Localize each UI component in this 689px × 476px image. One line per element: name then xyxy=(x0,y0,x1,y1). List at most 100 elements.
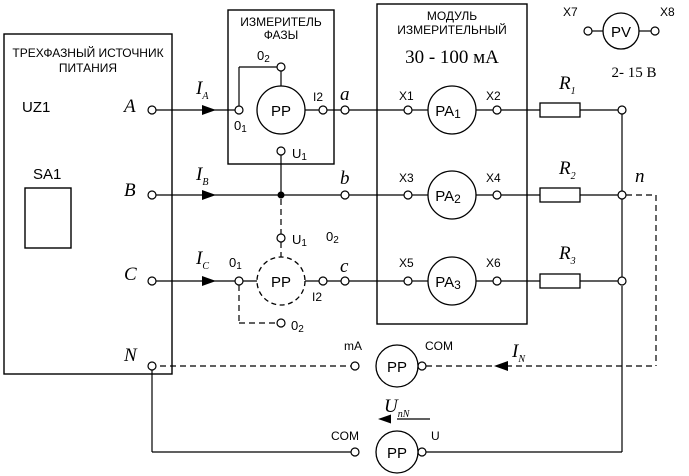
module-title-1: МОДУЛЬ xyxy=(427,9,477,23)
svg-text:IA: IA xyxy=(195,78,209,102)
ppc-o2-top-label: 0 xyxy=(326,229,333,244)
pa2-label: PA xyxy=(435,188,454,205)
pa1-label: PA xyxy=(435,103,454,120)
svg-text:01: 01 xyxy=(229,255,242,272)
terminal-x8 xyxy=(650,26,660,36)
terminal-source-a xyxy=(147,105,157,115)
unn-label: U xyxy=(384,396,399,417)
phase-meter-title-1: ИЗМЕРИТЕЛЬ xyxy=(240,15,322,29)
phase-meter-pp-label: PP xyxy=(271,103,291,120)
pa2-sub: 2 xyxy=(454,192,461,206)
resistor-r3 xyxy=(539,273,581,289)
x7-label: X7 xyxy=(563,5,578,19)
voltmeter-range: 2- 15 В xyxy=(612,65,657,81)
terminal-x1 xyxy=(403,105,413,115)
r1-sub: 1 xyxy=(571,86,576,97)
terminal-node-b xyxy=(340,190,350,200)
terminal-x2 xyxy=(492,105,502,115)
phase-meter-c-terminal-labels: U1 02 01 I2 02 xyxy=(229,229,339,335)
svg-text:R3: R3 xyxy=(558,243,576,267)
svg-text:IC: IC xyxy=(195,248,209,272)
junction-b xyxy=(277,191,285,199)
arrow-ia xyxy=(202,105,216,115)
dashed-phase-meter-c-wires xyxy=(238,199,282,324)
ic-sub: C xyxy=(202,261,209,272)
terminal-node-a xyxy=(340,105,350,115)
svg-text:PA1: PA1 xyxy=(435,103,461,121)
ppc-o2-sub: 2 xyxy=(298,324,304,335)
terminal-r3-out xyxy=(617,276,627,286)
pa1-sub: 1 xyxy=(454,107,461,121)
ppc-u1-label: U xyxy=(292,232,301,247)
terminal-unn-com xyxy=(350,447,360,457)
svg-text:R1: R1 xyxy=(558,73,576,97)
meter-in-com-label: COM xyxy=(425,339,453,353)
svg-text:U1: U1 xyxy=(292,146,307,163)
wire-phase-a xyxy=(156,66,623,282)
ic-label: I xyxy=(195,248,204,269)
terminal-pp-i2 xyxy=(318,105,328,115)
power-source-title-1: ТРЕХФАЗНЫЙ ИСТОЧНИК xyxy=(12,45,163,60)
sa1-switch-box xyxy=(24,187,72,249)
phase-meter-title-2: ФАЗЫ xyxy=(264,28,299,42)
terminal-ppc-o1 xyxy=(234,276,244,286)
sa1-label: SA1 xyxy=(33,166,61,183)
terminal-x4 xyxy=(492,190,502,200)
r3-sub: 3 xyxy=(570,256,576,267)
phase-a-label: A xyxy=(122,96,136,117)
terminal-source-c xyxy=(147,276,157,286)
bottom-meter-labels: mA COM COM U xyxy=(331,339,453,443)
meter-unn-u-label: U xyxy=(431,429,440,443)
pp-i2-label: I2 xyxy=(313,90,323,104)
ppc-o1-label: 0 xyxy=(229,255,236,270)
svg-text:R2: R2 xyxy=(558,158,576,182)
power-source-title-2: ПИТАНИЯ xyxy=(59,61,117,75)
node-labels: a b c n xyxy=(340,84,645,277)
r2-label: R xyxy=(558,158,571,179)
r3-label: R xyxy=(558,243,571,264)
terminal-pp-o1 xyxy=(234,105,244,115)
phase-meter-c-pp: PP xyxy=(256,256,306,306)
terminals xyxy=(147,26,660,457)
power-source-box xyxy=(3,33,173,375)
terminal-unn-u xyxy=(417,447,427,457)
ppc-o2-top-sub: 2 xyxy=(333,235,339,246)
terminal-pp-o2 xyxy=(276,62,286,72)
terminal-ppc-i2 xyxy=(318,276,328,286)
terminal-r1-out xyxy=(617,105,627,115)
ammeter-pa1: PA1 xyxy=(427,85,477,135)
meter-unn-pp-label: PP xyxy=(387,445,407,462)
svg-text:02: 02 xyxy=(291,318,304,335)
pa3-label: PA xyxy=(435,274,454,291)
ammeter-pa2: PA2 xyxy=(427,170,477,220)
pp-u1-label: U xyxy=(292,146,301,161)
meter-unn-pp: PP xyxy=(375,430,419,474)
svg-text:U1: U1 xyxy=(292,232,307,249)
x3-label: X3 xyxy=(399,171,414,185)
terminal-x6 xyxy=(492,276,502,286)
terminal-x5 xyxy=(403,276,413,286)
wire-neutral-dashed xyxy=(160,194,657,371)
meter-in-pp-label: PP xyxy=(387,359,407,376)
resistor-labels: R1 R2 R3 xyxy=(558,73,576,267)
ammeter-pa3: PA3 xyxy=(427,256,477,306)
terminal-in-com xyxy=(417,361,427,371)
terminal-x3 xyxy=(403,190,413,200)
resistor-r1 xyxy=(539,102,581,118)
r1-label: R xyxy=(558,73,571,94)
terminal-node-c xyxy=(340,276,350,286)
pp-u1-sub: 1 xyxy=(301,152,307,163)
phase-c-label: C xyxy=(124,264,137,285)
ppc-o1-sub: 1 xyxy=(236,261,242,272)
in-sub: N xyxy=(517,354,526,365)
x1-label: X1 xyxy=(399,89,414,103)
wire-phase-b xyxy=(156,155,622,200)
svg-text:PA3: PA3 xyxy=(435,274,461,292)
arrow-ic xyxy=(202,276,216,286)
resistor-r2 xyxy=(539,187,581,203)
pp-o1-sub: 1 xyxy=(241,124,247,135)
terminal-source-n xyxy=(147,361,157,371)
current-labels: IA IB IC IN UnN xyxy=(195,78,526,420)
x6-label: X6 xyxy=(486,256,501,270)
